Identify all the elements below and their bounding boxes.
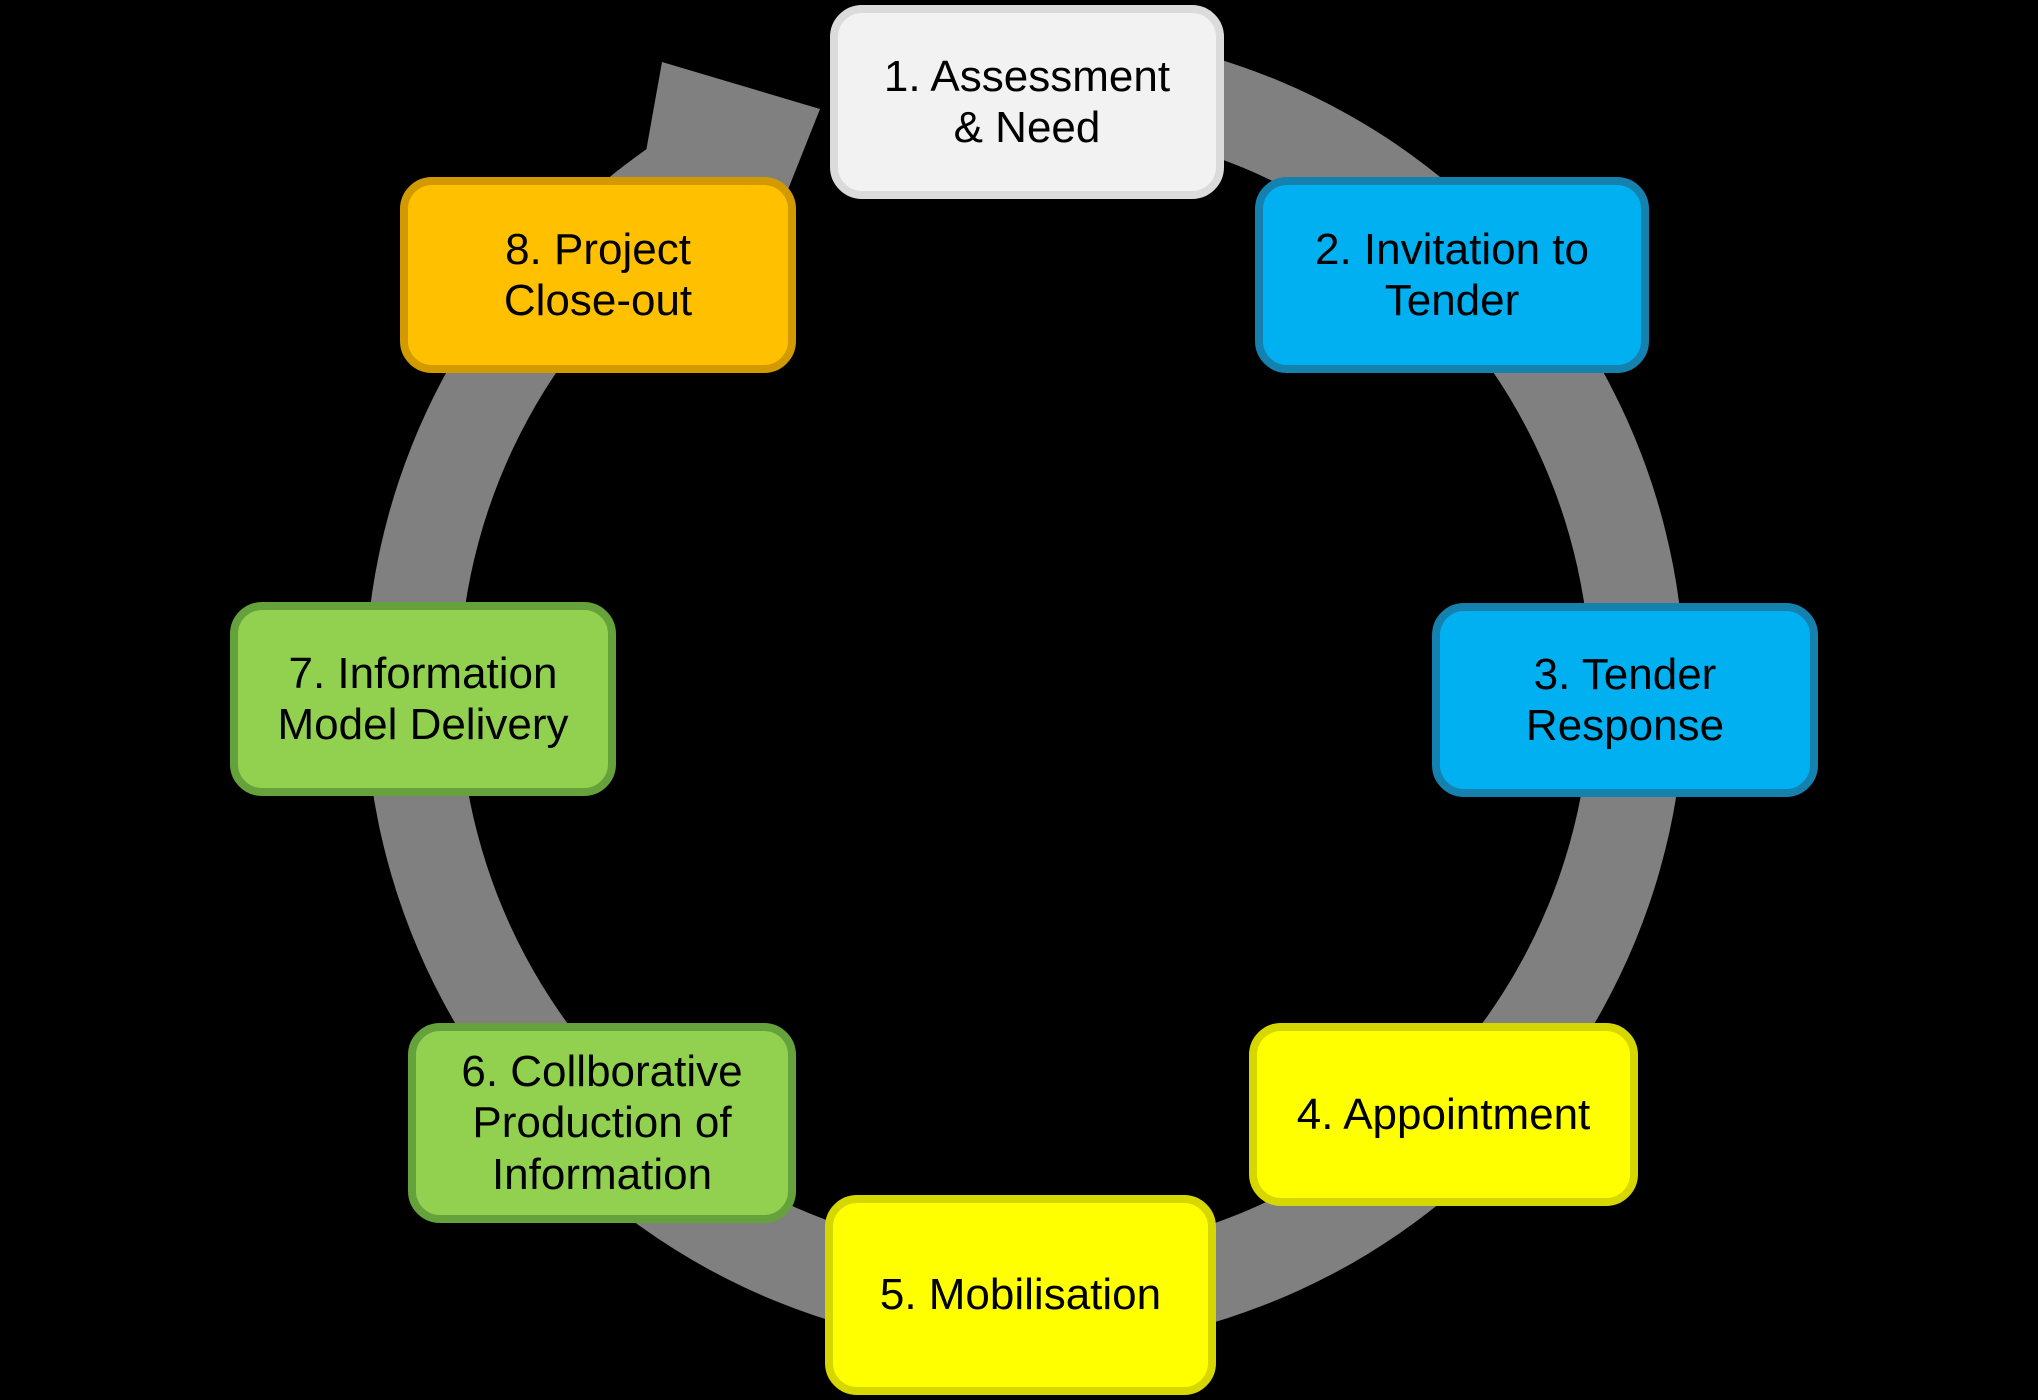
- step-1-label: 1. Assessment & Need: [883, 51, 1171, 152]
- step-1-assessment-need: 1. Assessment & Need: [830, 5, 1224, 199]
- step-7-label: 7. Information Model Delivery: [277, 648, 569, 749]
- step-5-mobilisation: 5. Mobilisation: [825, 1195, 1216, 1395]
- step-8-label: 8. Project Close-out: [503, 224, 693, 325]
- step-2-invitation-to-tender: 2. Invitation to Tender: [1255, 177, 1649, 373]
- step-6-collaborative-production-of-information: 6. Collborative Production of Informatio…: [408, 1023, 796, 1223]
- step-3-label: 3. Tender Response: [1525, 649, 1725, 750]
- step-5-label: 5. Mobilisation: [879, 1270, 1162, 1320]
- step-4-appointment: 4. Appointment: [1249, 1023, 1638, 1206]
- step-3-tender-response: 3. Tender Response: [1432, 603, 1818, 797]
- step-6-label: 6. Collborative Production of Informatio…: [461, 1047, 743, 1199]
- step-8-project-close-out: 8. Project Close-out: [400, 177, 796, 373]
- step-2-label: 2. Invitation to Tender: [1315, 224, 1589, 325]
- step-7-information-model-delivery: 7. Information Model Delivery: [230, 602, 616, 796]
- step-4-label: 4. Appointment: [1296, 1089, 1591, 1139]
